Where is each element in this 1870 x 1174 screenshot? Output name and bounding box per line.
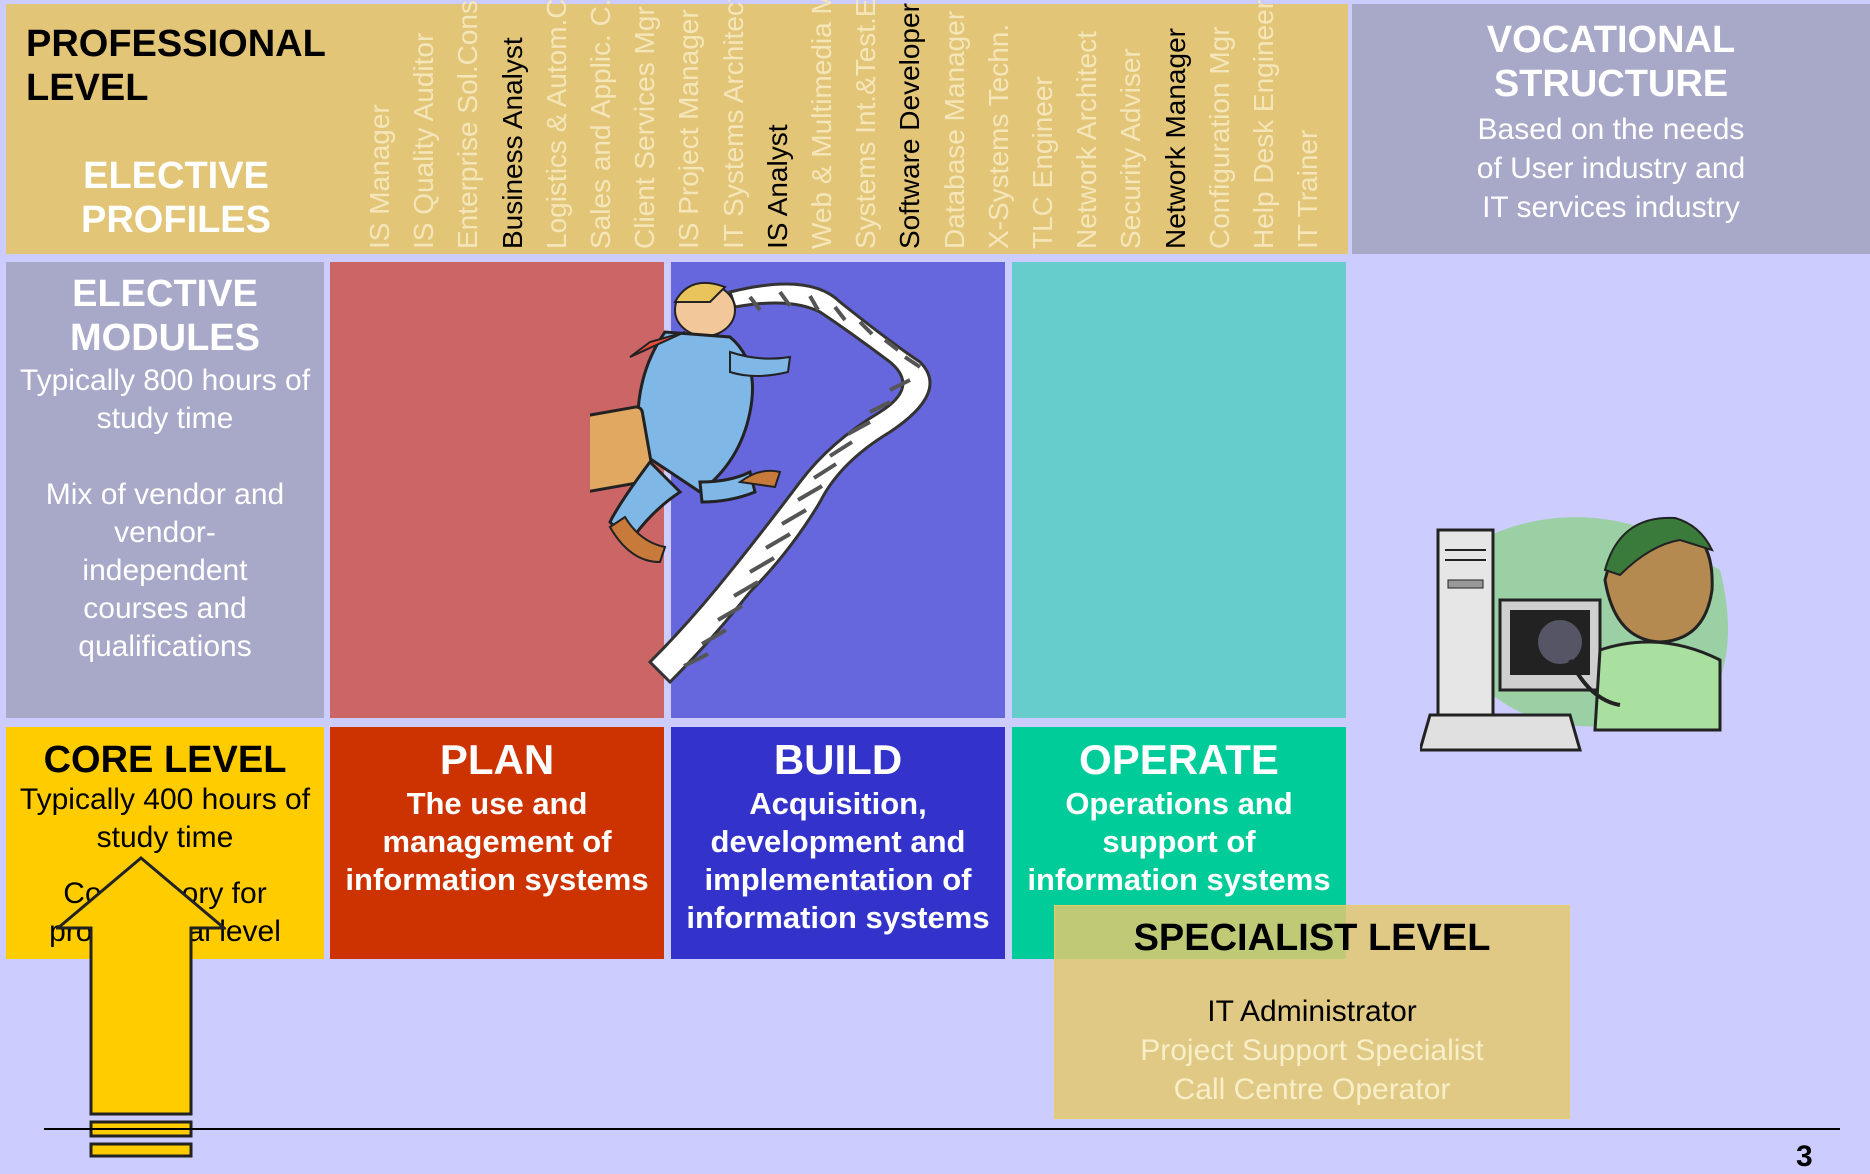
computer-tower-icon — [1436, 528, 1495, 717]
up-arrow-icon — [56, 856, 226, 1158]
core-level-title: CORE LEVEL — [43, 739, 287, 781]
build-title: BUILD — [773, 736, 903, 783]
page-number: 3 — [1796, 1140, 1813, 1173]
build-text: Acquisition, development and implementat… — [686, 786, 990, 935]
elective-profiles-title: ELECTIVE PROFILES — [80, 155, 272, 241]
staircase-icon — [647, 282, 932, 685]
footer-rule — [44, 1128, 1840, 1130]
specialist-item: IT Administrator — [1207, 995, 1417, 1028]
monitor-icon — [1498, 598, 1602, 692]
profile-label: Network Architect — [1071, 31, 1103, 249]
profile-label: Network Manager — [1159, 28, 1191, 249]
elective-modules-mix: Mix of vendor and vendor-independent cou… — [45, 478, 285, 663]
operate-text: Operations and support of information sy… — [1027, 786, 1331, 897]
profile-label: Sales and Applic. C. — [585, 0, 616, 249]
profile-label: TLC Engineer — [1027, 76, 1058, 249]
core-level-box: CORE LEVEL Typically 400 hours of study … — [6, 727, 324, 959]
specialist-item: Call Centre Operator — [1173, 1073, 1451, 1106]
profile-label: Logistics & Autom.C. — [540, 0, 572, 249]
profile-label: Help Desk Engineer — [1248, 0, 1279, 249]
profile-label: Configuration Mgr — [1203, 26, 1235, 249]
plan-box: PLAN The use and management of informati… — [330, 727, 664, 959]
profile-label: Business Analyst — [496, 37, 528, 249]
profile-label: X-Systems Techn. — [982, 23, 1014, 249]
profile-label: IT Trainer — [1292, 129, 1324, 249]
operate-title: OPERATE — [1079, 736, 1279, 783]
profile-label: Systems Int.&Test.E. — [850, 0, 882, 249]
elective-modules-box: ELECTIVE MODULES Typically 800 hours of … — [6, 262, 324, 718]
profile-label: IS Project Manager — [673, 9, 705, 249]
businessman-climbing-stairs-illustration — [590, 282, 932, 685]
elective-modules-title: ELECTIVE MODULES — [70, 273, 260, 359]
profile-label: IS Quality Auditor — [408, 32, 440, 249]
vocational-structure-text: Based on the needs of User industry and … — [1476, 113, 1746, 224]
profile-label: Web & Multimedia M. — [806, 0, 837, 249]
core-level-hours: Typically 400 hours of study time — [19, 783, 311, 854]
professional-level-band: PROFESSIONAL LEVEL ELECTIVE PROFILES IS … — [6, 0, 1348, 254]
profile-label: Enterprise Sol.Cons. — [452, 0, 484, 249]
profile-label: Security Adviser — [1115, 48, 1147, 249]
plan-title: PLAN — [439, 736, 555, 783]
specialist-item: Project Support Specialist — [1140, 1034, 1484, 1067]
profile-label: Database Manager — [938, 10, 970, 249]
profile-label: Client Services Mgr — [629, 6, 661, 249]
businessman-icon — [590, 282, 792, 564]
profile-label: IS Manager — [364, 104, 395, 249]
technician-icon — [1568, 516, 1722, 732]
profile-label: Software Developer — [894, 3, 926, 249]
build-box: BUILD Acquisition, development and imple… — [671, 727, 1005, 959]
operate-column — [1012, 262, 1346, 718]
vocational-structure-box: VOCATIONAL STRUCTURE Based on the needs … — [1352, 4, 1870, 254]
profile-label: IS Analyst — [761, 124, 793, 249]
plan-column — [330, 262, 664, 718]
elective-modules-hours: Typically 800 hours of study time — [19, 364, 311, 435]
computer-technician-illustration — [1420, 516, 1728, 752]
specialist-level-title: SPECIALIST LEVEL — [1133, 917, 1491, 959]
professional-level-title: PROFESSIONAL LEVEL — [26, 23, 326, 109]
profile-label: IT Systems Architect — [717, 0, 749, 249]
plan-text: The use and management of information sy… — [345, 786, 649, 897]
keyboard-icon — [1420, 713, 1582, 752]
vocational-structure-title: VOCATIONAL STRUCTURE — [1486, 19, 1736, 105]
